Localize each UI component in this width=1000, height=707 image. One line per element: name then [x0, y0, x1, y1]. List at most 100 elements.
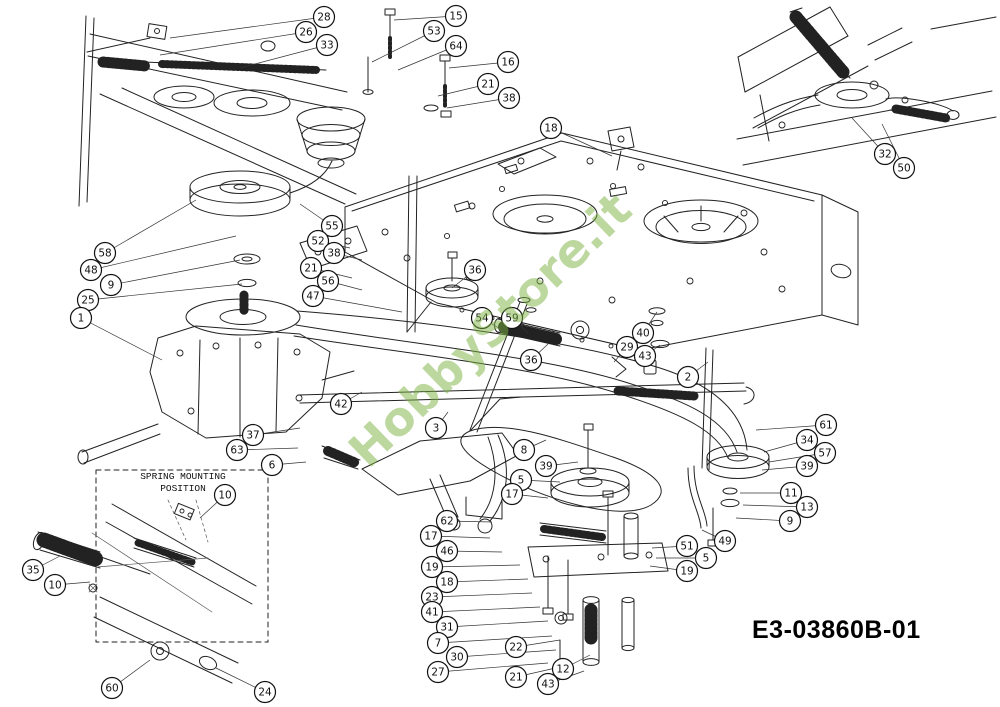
- variable-speed-pulley: [189, 170, 291, 288]
- callout-16: 16: [496, 50, 520, 74]
- callout-50: 50: [892, 156, 916, 180]
- callout-41: 41: [420, 600, 444, 624]
- callout-21: 21: [504, 665, 528, 689]
- svg-text:46: 46: [440, 546, 454, 558]
- inset-label: SPRING MOUNTING POSITION: [140, 471, 226, 494]
- callout-29: 29: [615, 335, 639, 359]
- callout-43: 43: [633, 344, 657, 368]
- svg-text:9: 9: [787, 516, 794, 528]
- callout-36: 36: [519, 348, 543, 372]
- callout-10: 10: [43, 573, 67, 597]
- callout-62: 62: [435, 509, 459, 533]
- callout-leader-31: [446, 620, 549, 628]
- svg-text:50: 50: [897, 163, 910, 175]
- svg-text:61: 61: [819, 420, 832, 432]
- callout-34: 34: [795, 428, 819, 452]
- svg-text:63: 63: [230, 445, 243, 457]
- drive-belts: [293, 310, 748, 512]
- callout-leader-23: [431, 592, 533, 598]
- callout-leader-9: [110, 259, 241, 286]
- callout-58: 58: [93, 241, 117, 265]
- callout-26: 26: [294, 20, 318, 44]
- svg-text:36: 36: [524, 355, 538, 367]
- callout-43: 43: [536, 672, 560, 696]
- svg-text:13: 13: [800, 502, 813, 514]
- svg-text:27: 27: [431, 667, 444, 679]
- callout-28: 28: [312, 5, 336, 29]
- svg-text:36: 36: [468, 265, 482, 277]
- svg-text:31: 31: [440, 622, 453, 634]
- svg-text:11: 11: [784, 488, 797, 500]
- callout-37: 37: [241, 423, 265, 447]
- svg-text:16: 16: [501, 57, 515, 69]
- callout-63: 63: [225, 438, 249, 462]
- svg-text:17: 17: [424, 531, 437, 543]
- right-idler-pulley: [687, 445, 770, 547]
- svg-text:62: 62: [440, 516, 453, 528]
- callout-leader-33: [239, 44, 328, 69]
- svg-text:53: 53: [427, 26, 440, 38]
- svg-text:1: 1: [78, 313, 85, 325]
- svg-text:37: 37: [246, 430, 259, 442]
- svg-text:34: 34: [800, 435, 814, 447]
- callout-30: 30: [445, 645, 469, 669]
- svg-text:10: 10: [48, 580, 61, 592]
- callout-59: 59: [500, 306, 524, 330]
- callout-9: 9: [778, 509, 802, 533]
- svg-text:51: 51: [680, 541, 693, 553]
- callout-17: 17: [419, 524, 443, 548]
- svg-text:55: 55: [325, 221, 338, 233]
- callout-leader-1: [80, 317, 163, 361]
- line-art: [32, 6, 997, 684]
- svg-text:49: 49: [718, 536, 731, 548]
- callout-leader-18: [550, 127, 613, 157]
- callout-8: 8: [512, 438, 536, 462]
- callout-10: 10: [213, 483, 237, 507]
- callout-56: 56: [316, 269, 340, 293]
- svg-text:2: 2: [685, 372, 692, 384]
- svg-text:26: 26: [299, 27, 313, 39]
- callout-38: 38: [497, 86, 521, 110]
- svg-text:43: 43: [541, 679, 554, 691]
- svg-text:7: 7: [435, 638, 442, 650]
- svg-text:9: 9: [108, 280, 115, 292]
- svg-text:47: 47: [306, 291, 319, 303]
- svg-text:35: 35: [26, 565, 39, 577]
- mounting-bolts: [362, 8, 452, 118]
- svg-text:54: 54: [475, 313, 489, 325]
- callout-15: 15: [444, 4, 468, 28]
- svg-text:18: 18: [440, 577, 453, 589]
- callout-36: 36: [463, 258, 487, 282]
- svg-text:21: 21: [509, 672, 522, 684]
- callout-21: 21: [476, 72, 500, 96]
- callout-leader-26: [159, 31, 307, 56]
- callout-61: 61: [814, 413, 838, 437]
- callout-25: 25: [76, 288, 100, 312]
- pedal-linkage: [321, 301, 528, 534]
- callout-leader-47: [312, 295, 403, 313]
- callout-leader-48: [90, 235, 237, 271]
- callout-leader-41: [431, 606, 541, 613]
- callout-5: 5: [694, 546, 718, 570]
- callout-19: 19: [420, 555, 444, 579]
- callout-51: 51: [675, 534, 699, 558]
- callout-leader-18: [446, 578, 529, 583]
- callout-18: 18: [539, 116, 563, 140]
- svg-text:58: 58: [98, 248, 111, 260]
- callout-40: 40: [631, 321, 655, 345]
- svg-text:30: 30: [450, 652, 463, 664]
- svg-text:33: 33: [320, 40, 333, 52]
- callout-19: 19: [675, 559, 699, 583]
- svg-text:23: 23: [425, 592, 438, 604]
- callout-39: 39: [534, 454, 558, 478]
- callout-3: 3: [424, 416, 448, 440]
- callout-48: 48: [79, 258, 103, 282]
- callout-49: 49: [713, 529, 737, 553]
- svg-text:57: 57: [818, 448, 831, 460]
- callout-2: 2: [676, 365, 700, 389]
- svg-text:60: 60: [105, 683, 118, 695]
- svg-text:38: 38: [327, 248, 340, 260]
- callout-57: 57: [813, 441, 837, 465]
- callout-39: 39: [795, 454, 819, 478]
